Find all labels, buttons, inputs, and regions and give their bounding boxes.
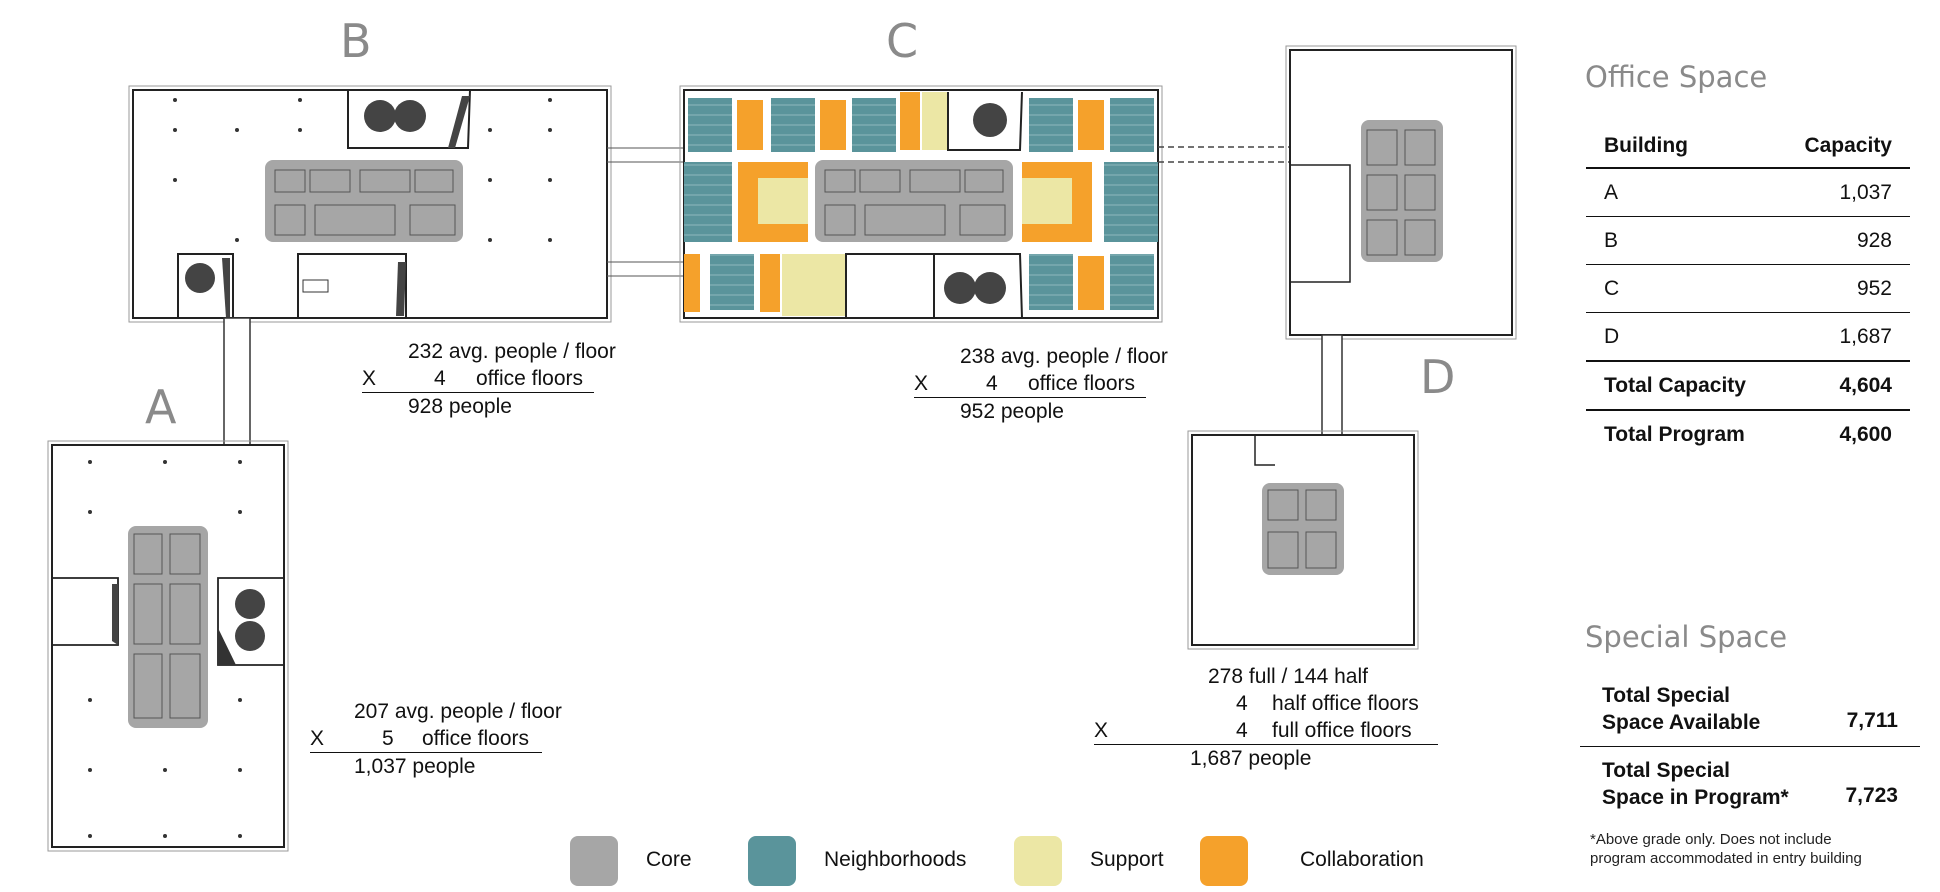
building-b-result: 928 people [408,395,512,418]
legend-collaboration-label: Collaboration [1300,848,1424,871]
building-a-calculation: 207 avg. people / floor X 5 office floor… [310,698,600,780]
legend-neighborhoods-swatch [748,836,796,886]
building-c-result: 952 people [960,400,1064,423]
footnote-line-1: *Above grade only. Does not include [1590,831,1832,848]
building-d-full-num: 4 [1236,719,1248,742]
total-capacity-value: 4,604 [1839,373,1892,397]
building-b-label: B [340,14,372,68]
total-program-label: Total Program [1604,422,1745,446]
table-row: A 1,037 [1586,168,1910,217]
building-d-base-core [1262,483,1344,575]
site-plan-diagram [47,45,1517,852]
building-b-plan [128,85,684,446]
special-available-row: Total Special Space Available 7,711 [1580,680,1920,747]
building-a-core [128,526,208,728]
building-c-core [815,160,1013,242]
building-d-calculation: 278 full / 144 half 4 half office floors… [1094,663,1444,772]
table-row: C 952 [1586,265,1910,313]
table-row: B 928 [1586,217,1910,265]
building-a-result: 1,037 people [354,755,476,778]
building-a-floors-num: 5 [382,727,394,750]
building-a-floors-text: office floors [422,727,529,750]
row-capacity: 1,687 [1839,324,1892,348]
legend-support-label: Support [1090,848,1164,871]
total-program-row: Total Program 4,600 [1586,410,1910,458]
building-d-full-text: full office floors [1272,719,1412,742]
special-program-value: 7,723 [1845,784,1898,807]
special-space-footnote: *Above grade only. Does not include prog… [1590,830,1862,868]
header-capacity: Capacity [1804,134,1892,157]
building-a-plan [47,440,289,852]
building-d-base-plan [1187,430,1419,650]
table-row: D 1,687 [1586,313,1910,361]
special-space-table: Total Special Space Available 7,711 Tota… [1580,680,1920,817]
building-d-half-num: 4 [1236,692,1248,715]
building-a-label: A [145,380,177,434]
special-program-label-1: Total Special [1602,759,1730,782]
building-a-x: X [310,727,325,750]
building-d-core [1361,120,1443,262]
legend-support-swatch [1014,836,1062,886]
total-capacity-label: Total Capacity [1604,373,1746,397]
row-building: D [1604,324,1620,348]
building-c-floors-text: office floors [1028,372,1135,395]
building-d-tower-plan [1285,45,1517,436]
building-b-avg: 232 avg. people / floor [408,340,616,363]
building-c-plan [679,85,1290,323]
total-capacity-row: Total Capacity 4,604 [1586,361,1910,410]
building-b-core [265,160,463,242]
special-space-title: Special Space [1585,620,1788,654]
row-building: C [1604,276,1620,300]
legend-core-swatch [570,836,618,886]
building-a-avg: 207 avg. people / floor [354,700,562,723]
building-d-line1: 278 full / 144 half [1208,665,1368,688]
building-d-label: D [1420,350,1456,404]
total-program-value: 4,600 [1839,422,1892,446]
building-c-label: C [886,14,919,68]
office-space-table: Building Capacity A 1,037 B 928 C 952 D … [1586,125,1910,458]
legend-core-label: Core [646,848,692,871]
special-program-label-2: Space in Program* [1602,786,1789,809]
building-b-x: X [362,367,377,390]
special-available-value: 7,711 [1846,709,1898,732]
legend: Core Neighborhoods Support Collaboration [570,836,1450,892]
building-c-x: X [914,372,929,395]
building-c-floors-num: 4 [986,372,998,395]
building-c-calculation: 238 avg. people / floor X 4 office floor… [914,343,1214,425]
building-d-x: X [1094,719,1109,742]
building-d-half-text: half office floors [1272,692,1419,715]
building-b-calculation: 232 avg. people / floor X 4 office floor… [362,338,652,420]
legend-collaboration-swatch [1200,836,1248,886]
building-b-floors-num: 4 [434,367,446,390]
header-building: Building [1604,134,1688,157]
building-c-avg: 238 avg. people / floor [960,345,1168,368]
special-program-row: Total Special Space in Program* 7,723 [1580,747,1920,817]
office-space-title: Office Space [1585,60,1768,94]
row-capacity: 952 [1856,276,1892,300]
row-building: B [1604,228,1619,252]
legend-neighborhoods-label: Neighborhoods [824,848,967,871]
building-d-result: 1,687 people [1190,747,1312,770]
footnote-line-2: program accommodated in entry building [1590,850,1862,867]
row-capacity: 928 [1856,228,1892,252]
special-available-label-1: Total Special [1602,684,1730,707]
row-capacity: 1,037 [1839,180,1892,204]
special-available-label-2: Space Available [1602,711,1761,734]
building-b-floors-text: office floors [476,367,583,390]
row-building: A [1604,180,1619,204]
